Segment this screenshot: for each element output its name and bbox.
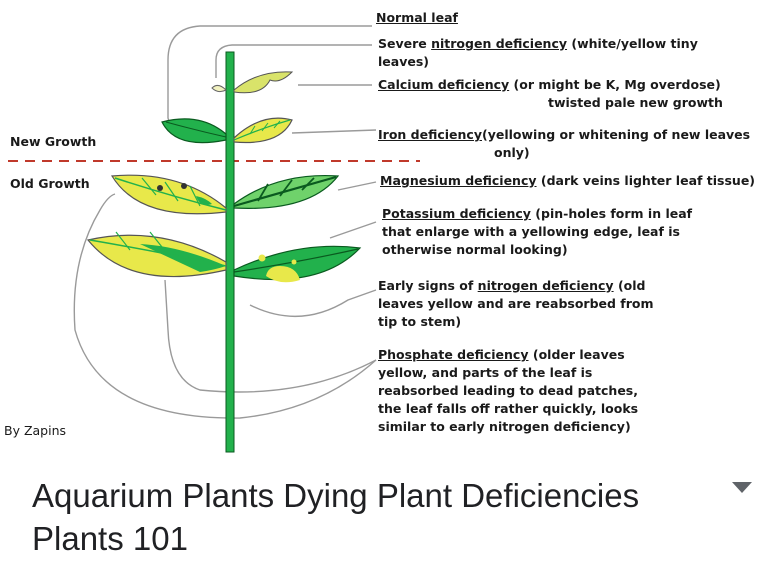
severe-n-term: nitrogen deficiency — [431, 36, 568, 51]
label-potassium: Potassium deficiency (pin-holes form in … — [382, 205, 742, 259]
early-n-desc: (old — [617, 278, 646, 293]
chevron-down-icon-graphic — [732, 482, 752, 493]
label-severe-nitrogen: Severe nitrogen deficiency (white/yellow… — [378, 35, 738, 71]
calcium-desc: (or might be K, Mg overdose) — [513, 77, 721, 92]
leaf-normal — [161, 118, 227, 144]
magnesium-term: Magnesium deficiency — [380, 173, 537, 188]
phosphate-desc-2: yellow, and parts of the leaf is — [378, 365, 593, 380]
potassium-desc-3: otherwise normal looking) — [382, 242, 568, 257]
leaf-calcium — [233, 71, 294, 94]
label-iron: Iron deficiency(yellowing or whitening o… — [378, 126, 758, 162]
early-n-desc-3: tip to stem) — [378, 314, 462, 329]
leaf-severe-nitrogen — [211, 84, 227, 93]
phosphate-desc-5: similar to early nitrogen deficiency) — [378, 419, 631, 434]
label-magnesium: Magnesium deficiency (dark veins lighter… — [380, 172, 780, 190]
credit-text: By Zapins — [4, 423, 67, 438]
plant-deficiency-diagram: New Growth Old Growth Normal leaf Severe… — [4, 9, 780, 453]
label-normal-leaf: Normal leaf — [376, 9, 458, 27]
label-early-nitrogen: Early signs of nitrogen deficiency (old … — [378, 277, 738, 331]
severe-n-desc-end: leaves) — [378, 54, 429, 69]
label-calcium: Calcium deficiency (or might be K, Mg ov… — [378, 76, 758, 112]
iron-term: Iron deficiency — [378, 127, 482, 142]
chevron-down-icon[interactable] — [728, 478, 756, 496]
leaf-phosphate — [233, 245, 362, 281]
phosphate-desc-3: reabsorbed leading to dead patches, — [378, 383, 638, 398]
early-n-desc-2: leaves yellow and are reabsorbed from — [378, 296, 654, 311]
plant-illustration — [8, 25, 420, 453]
image-caption[interactable]: Aquarium Plants Dying Plant Deficiencies… — [32, 477, 640, 557]
iron-desc-2: only) — [494, 145, 530, 160]
label-normal-leaf-text: Normal leaf — [376, 10, 458, 25]
phosphate-desc: (older leaves — [532, 347, 625, 362]
early-n-prefix: Early signs of — [378, 278, 474, 293]
calcium-desc-2: twisted pale new growth — [548, 95, 723, 110]
phosphate-desc-4: the leaf falls off rather quickly, looks — [378, 401, 639, 416]
new-growth-label: New Growth — [10, 134, 97, 149]
connector-potassium — [329, 221, 377, 239]
label-phosphate: Phosphate deficiency (older leaves yello… — [378, 346, 738, 436]
potassium-desc-2: that enlarge with a yellowing edge, leaf… — [382, 224, 680, 239]
potassium-term: Potassium deficiency — [382, 206, 531, 221]
connector-phosphate-b — [73, 193, 377, 419]
phosphate-term: Phosphate deficiency — [378, 347, 529, 362]
early-n-term: nitrogen deficiency — [477, 278, 614, 293]
connector-phosphate-a — [164, 279, 377, 393]
severe-n-desc: (white/yellow tiny — [571, 36, 698, 51]
stem — [225, 51, 235, 453]
connector-severe-nitrogen — [215, 44, 372, 78]
calcium-term: Calcium deficiency — [378, 77, 510, 92]
iron-desc: (yellowing or whitening of new leaves — [481, 127, 751, 142]
potassium-desc: (pin-holes form in leaf — [535, 206, 693, 221]
connector-iron — [291, 129, 377, 134]
severe-n-prefix: Severe — [378, 36, 427, 51]
magnesium-desc: (dark veins lighter leaf tissue) — [540, 173, 756, 188]
connector-lines — [73, 25, 377, 419]
connector-magnesium — [337, 181, 377, 191]
connector-early-nitrogen — [249, 289, 377, 318]
old-growth-label: Old Growth — [10, 176, 90, 191]
